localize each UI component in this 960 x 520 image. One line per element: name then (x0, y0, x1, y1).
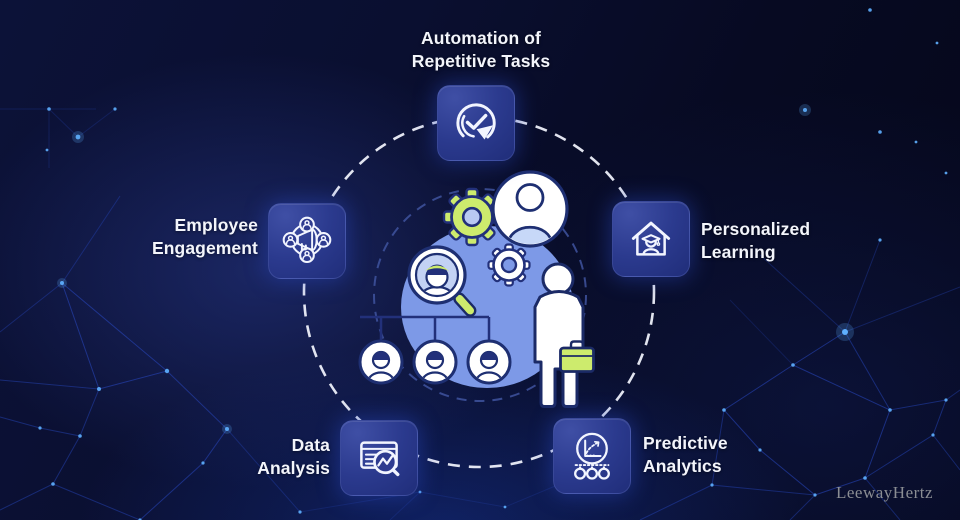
briefcase-icon (559, 340, 595, 373)
label-predictive-analytics: Predictive Analytics (643, 433, 728, 476)
report-magnifier-chart-icon (360, 441, 400, 477)
user-circle-icon (491, 170, 569, 248)
org-chart-lines (360, 315, 491, 341)
employee-avatar (360, 341, 402, 383)
label-data-analysis: Data Analysis (257, 435, 330, 478)
green-gear-icon (442, 187, 502, 247)
label-automation: Automation of Repetitive Tasks (411, 28, 551, 71)
employee-avatar (468, 341, 510, 383)
forecast-graph-nodes-icon (574, 432, 610, 480)
brand-watermark: LeewayHertz (836, 483, 934, 502)
tile-data-analysis (340, 420, 418, 496)
inner-dashed-ring (373, 188, 587, 402)
manager-figure (533, 262, 595, 408)
tile-automation (437, 85, 515, 161)
label-personalized-learning: Personalized Learning (701, 219, 811, 262)
glow-dots (38, 8, 948, 520)
home-graduate-icon (631, 221, 671, 256)
candidate-magnifier-icon (407, 245, 477, 317)
white-gear-icon (487, 243, 531, 287)
hr-illustration (350, 170, 595, 408)
tile-employee-engagement (268, 203, 346, 279)
tile-predictive-analytics (553, 418, 631, 494)
circular-refresh-check-icon (456, 103, 496, 140)
label-employee-engagement: Employee Engagement (151, 215, 258, 258)
employee-avatar (414, 341, 456, 383)
tile-personalized-learning (612, 201, 690, 277)
megaphone-people-network-icon (282, 216, 332, 264)
